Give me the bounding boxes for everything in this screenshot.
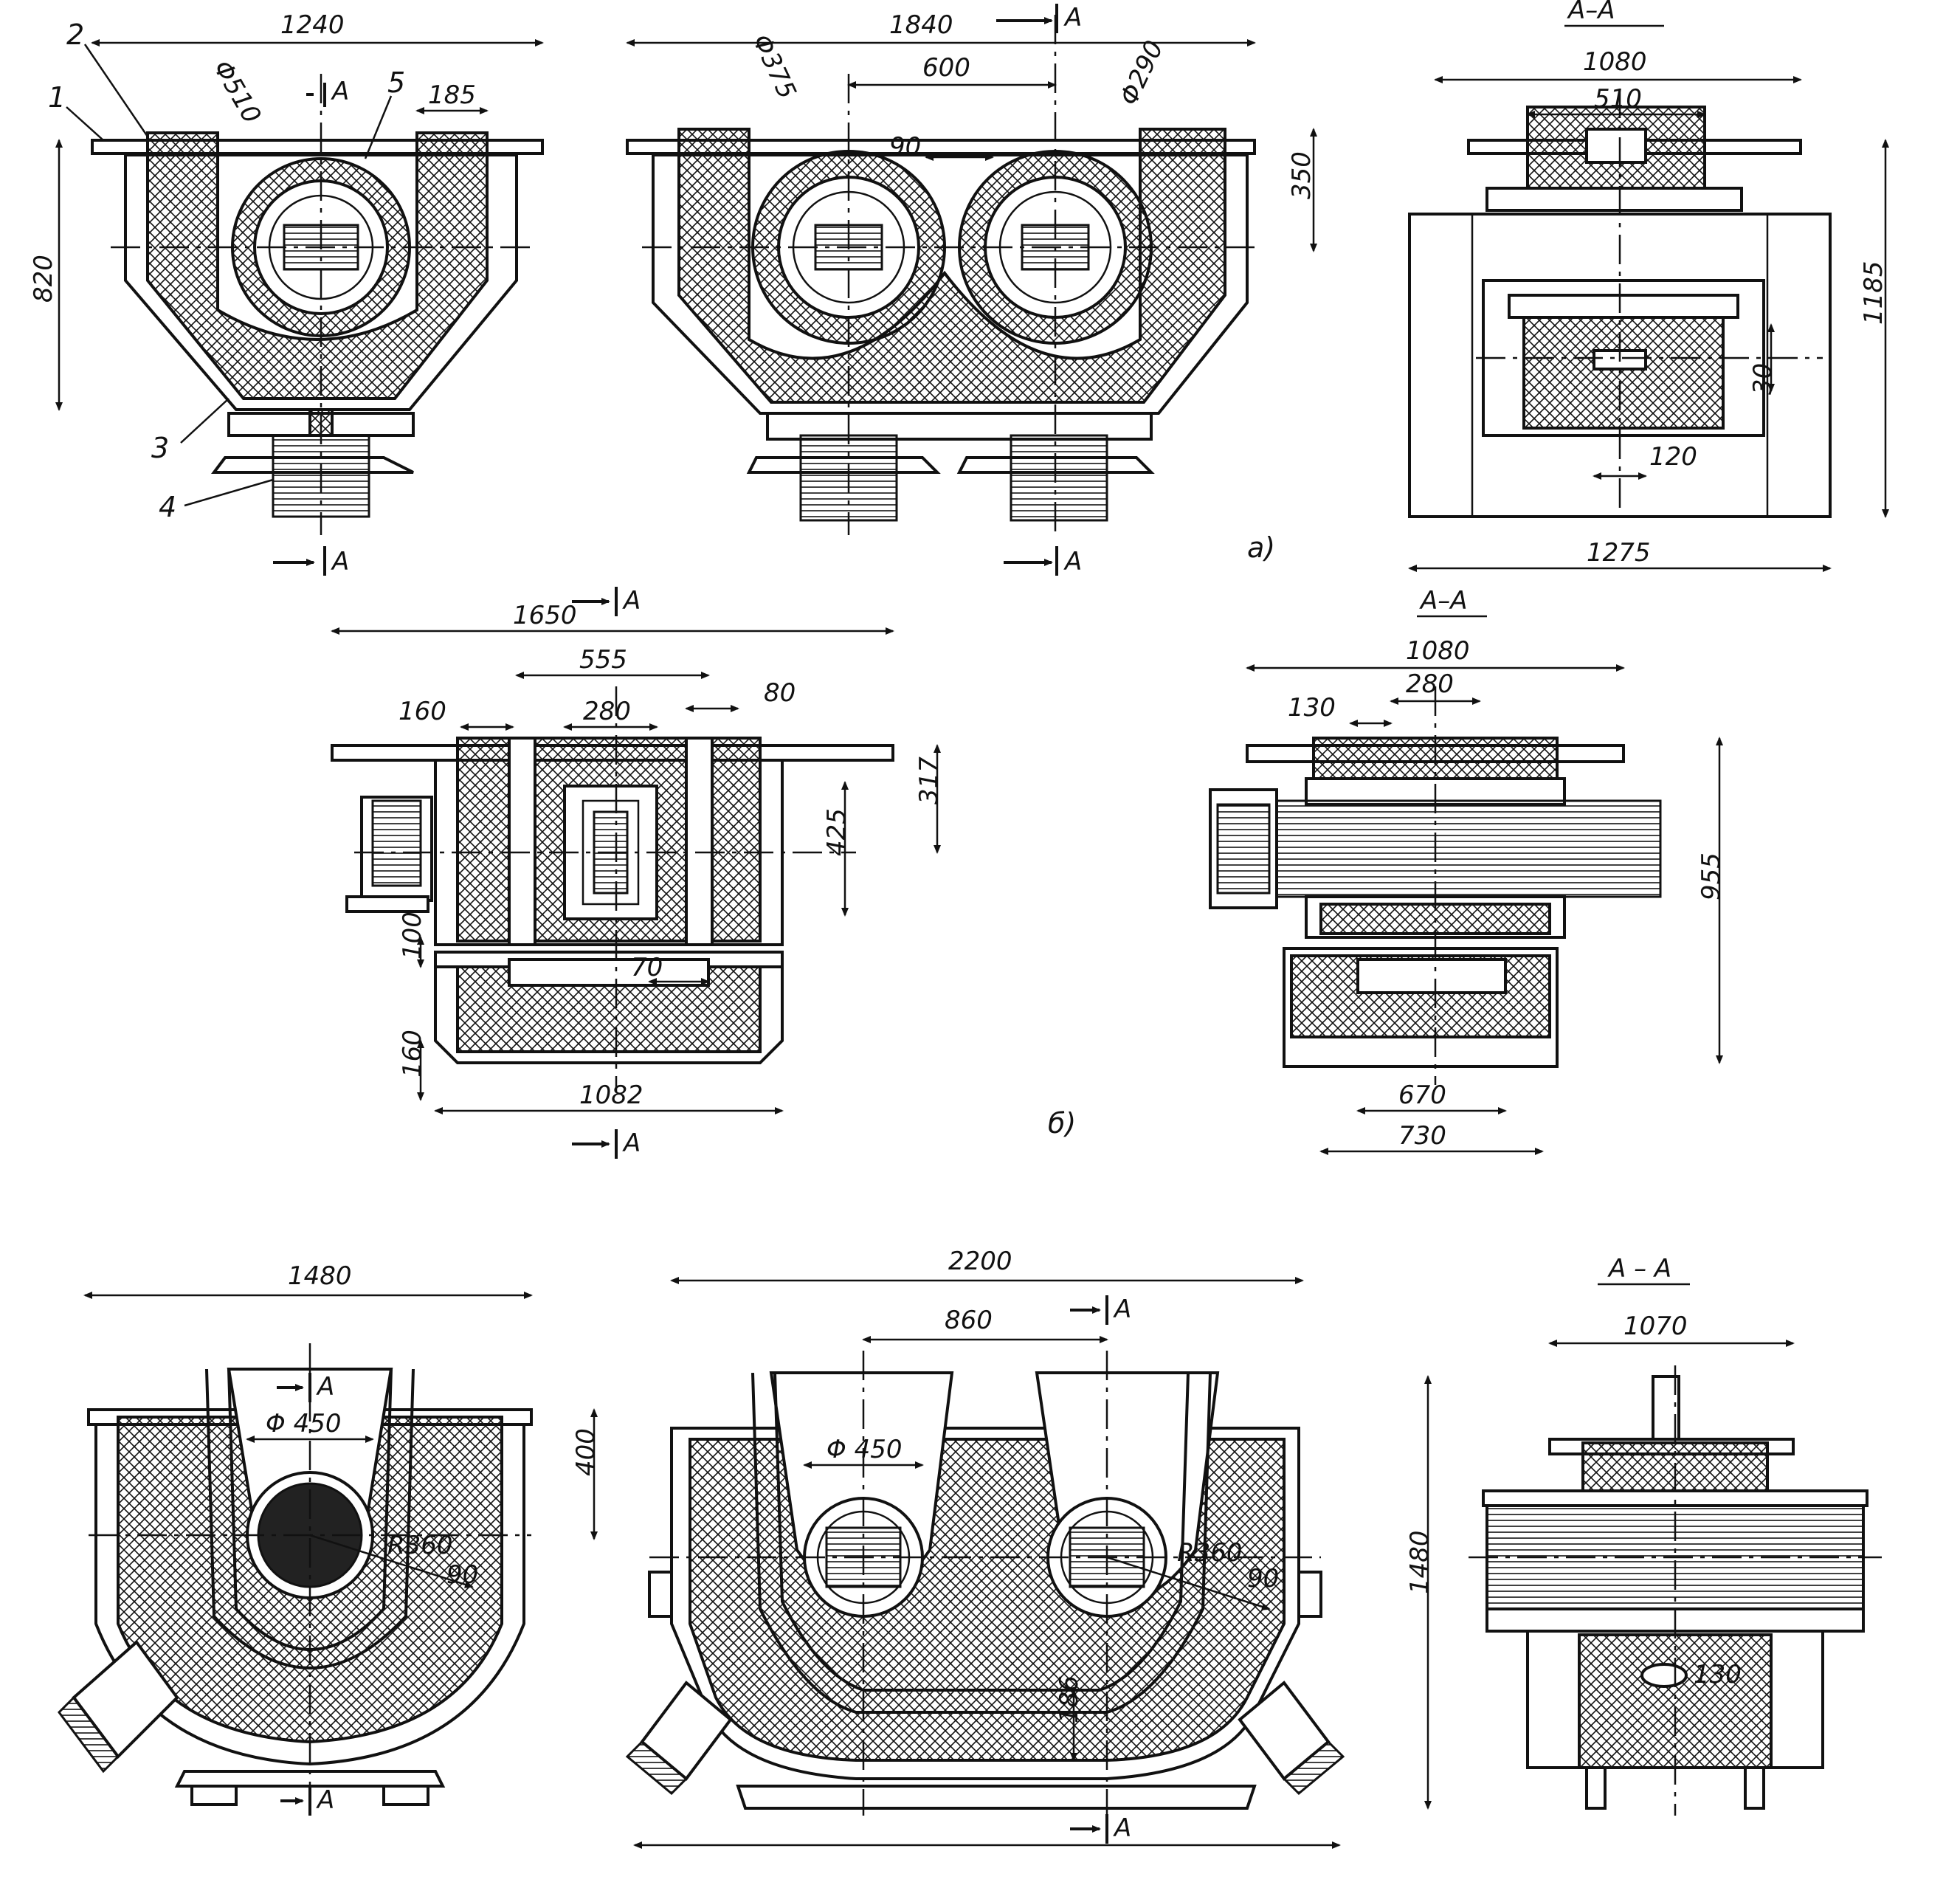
section-mark-c2-bottom: A [1113,1813,1131,1843]
part-2: 2 [66,18,84,51]
dim-425: 425 [822,808,852,856]
section-mark-c2-top: A [1113,1295,1131,1324]
dim-350: 350 [1287,151,1317,199]
view-b-section-dims: 1080 280 130 955 670 730 [1246,636,1726,1155]
section-mark-a-top: A [331,77,349,106]
dim-phi510: Φ510 [207,55,266,128]
dim-1840: 1840 [889,10,953,40]
dim-670: 670 [1398,1081,1446,1110]
dim-1480: 1480 [288,1261,352,1291]
view-a-single-furnace [91,74,544,535]
section-title: A–A [1567,0,1615,25]
dim-317: 317 [914,757,944,804]
section-title: A–A [1419,586,1468,616]
refractory-lining [677,128,1226,404]
view-b-label: б) [1048,1107,1076,1140]
dim-280: 280 [583,697,631,726]
dim-30: 30 [1748,363,1778,395]
inductor-right [1010,434,1108,522]
dim-1082: 1082 [579,1081,643,1110]
dim-510: 510 [1594,84,1642,114]
dim-phi290: Φ290 [1114,36,1170,110]
section-mark-c-top: A [316,1372,334,1402]
view-a-label: a) [1247,531,1275,564]
dim-1240: 1240 [280,10,345,40]
refractory-lining [146,131,489,400]
dim-280: 280 [1406,669,1454,699]
view-c-section: A – A [1469,1254,1882,1816]
view-c-double-furnace [625,1351,1345,1816]
section-mark-a-bottom: A [331,547,349,576]
view-c-single-furnace [58,1343,533,1816]
section-mark-a-top: A [1063,3,1082,32]
section-mark-a-bottom: A [1063,547,1082,576]
dim-1070: 1070 [1623,1312,1688,1341]
dim-130: 130 [1288,693,1336,723]
dim-600: 600 [922,53,970,83]
dim-80: 80 [764,678,796,708]
dim-phi450: Φ 450 [266,1409,341,1438]
view-c-single-dims: 1480 Φ 450 400 R360 90 A A [83,1261,601,1816]
part-5: 5 [387,66,405,99]
dim-186: 186 [1055,1675,1084,1723]
dim-70: 70 [631,953,663,982]
dim-160: 160 [398,697,446,726]
dim-phi375: Φ375 [747,30,802,103]
dim-r360-double: R360 [1177,1538,1243,1568]
dim-1650: 1650 [513,601,577,630]
part-1: 1 [48,81,66,114]
section-mark-c-bottom: A [316,1785,334,1815]
part-4: 4 [159,491,176,523]
dim-1480: 1480 [1405,1530,1435,1594]
view-c-section-dims: 1070 1480 130 [1405,1312,1795,1810]
dim-2200: 2200 [948,1247,1012,1276]
dim-1275: 1275 [1587,538,1651,568]
view-a-section: A–A [1408,0,1832,518]
dim-555: 555 [579,645,627,675]
dim-130: 130 [1694,1660,1742,1689]
section-title: A – A [1607,1254,1671,1283]
dim-955: 955 [1697,852,1726,900]
dim-1185: 1185 [1859,261,1888,325]
view-b-dims: 1650 555 160 280 80 317 425 100 70 160 1… [331,586,1076,1159]
dim-90: 90 [889,132,921,162]
dim-120: 120 [1649,442,1697,472]
section-mark-b-top: A [622,586,641,616]
dim-90-double: 90 [1247,1564,1279,1593]
dim-400: 400 [571,1428,601,1476]
view-a-double-furnace [626,15,1256,535]
dim-90: 90 [446,1560,478,1590]
view-c-double-dims: 2200 860 Φ 450 R360 90 186 A A [633,1247,1341,1849]
dim-820: 820 [29,255,58,303]
view-a-section-dims: 1080 510 1185 30 120 1275 [1408,47,1889,572]
dim-730: 730 [1398,1121,1446,1151]
dim-r360: R360 [387,1531,453,1560]
view-b-section: A–A [1209,586,1662,1085]
dim-160-bottom: 160 [398,1030,427,1078]
dim-phi450-double: Φ 450 [827,1435,902,1464]
dim-860: 860 [945,1306,993,1335]
dim-1080: 1080 [1406,636,1470,666]
section-mark-b-bottom: A [622,1128,641,1158]
dim-1080: 1080 [1583,47,1647,77]
part-3: 3 [151,432,169,464]
dim-185: 185 [428,80,476,110]
dim-100: 100 [398,912,427,959]
